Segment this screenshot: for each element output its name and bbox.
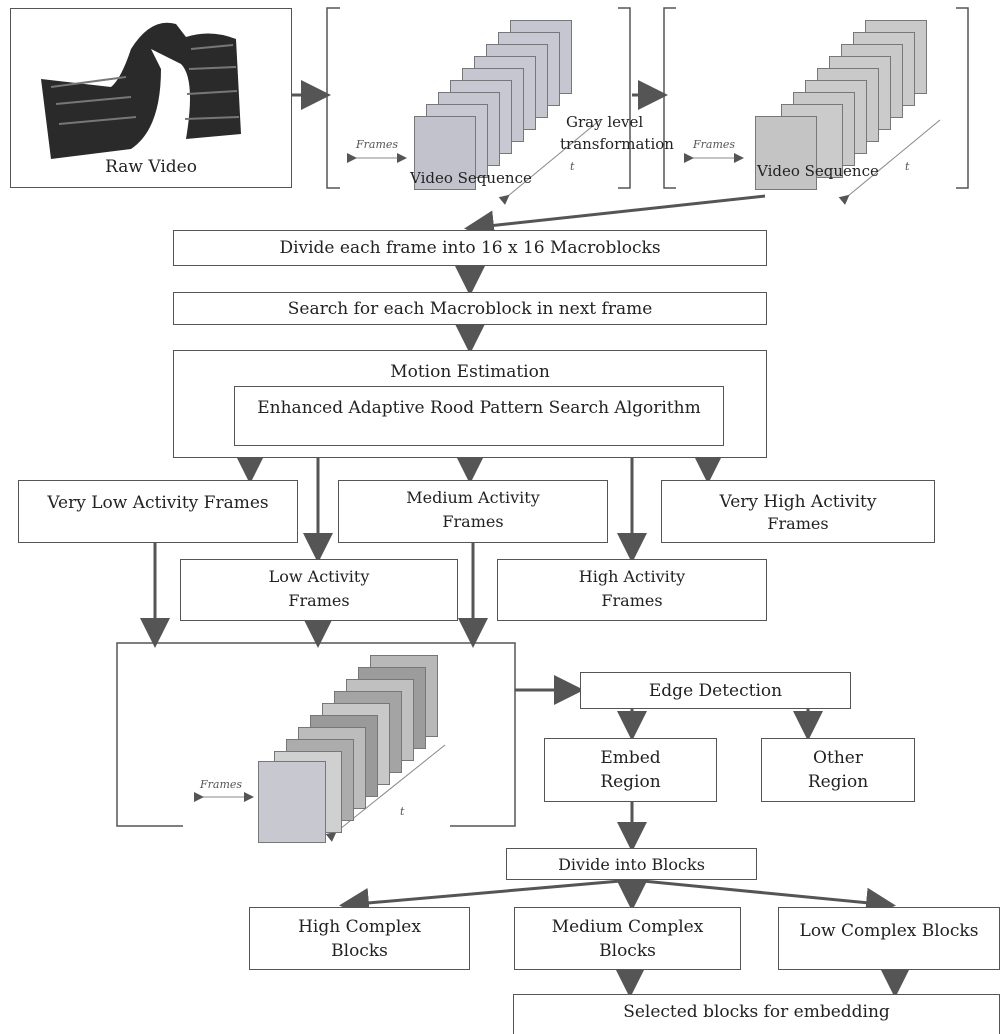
algorithm-box: Enhanced Adaptive Rood Pattern Search Al… <box>234 386 724 446</box>
low-complex-box: Low Complex Blocks <box>778 907 1000 970</box>
edge-detection-box: Edge Detection <box>580 672 851 709</box>
video-sequence-label: Video Sequence <box>410 169 532 187</box>
gray-level-label-1: Gray level <box>566 113 644 131</box>
search-macroblock-label: Search for each Macroblock in next frame <box>287 299 653 319</box>
high-activity-label-2: Frames <box>601 591 663 610</box>
high-complex-label-1: High Complex <box>298 917 421 937</box>
medium-complex-label-1: Medium Complex <box>551 917 704 937</box>
arrow-divide-high <box>339 878 633 918</box>
embed-region-label-2: Region <box>600 772 661 792</box>
very-high-activity-label-1: Very High Activity <box>719 492 877 512</box>
other-region-label-1: Other <box>813 748 863 768</box>
activity-frames-stack <box>250 655 450 845</box>
very-low-activity-box: Very Low Activity Frames <box>18 480 298 543</box>
panel-seq-bracket-right <box>618 7 631 189</box>
low-activity-box: Low Activity Frames <box>180 559 458 621</box>
other-region-label-2: Region <box>807 772 869 792</box>
very-low-activity-label: Very Low Activity Frames <box>47 493 269 513</box>
high-complex-box: High Complex Blocks <box>249 907 470 970</box>
medium-complex-box: Medium Complex Blocks <box>514 907 741 970</box>
t-label-1: t <box>570 160 575 173</box>
medium-activity-label-1: Medium Activity <box>406 488 540 507</box>
very-high-activity-label-2: Frames <box>767 514 829 533</box>
t-axis-2 <box>838 119 941 205</box>
divide-macroblocks-box: Divide each frame into 16 x 16 Macrobloc… <box>173 230 767 266</box>
divide-macroblocks-label: Divide each frame into 16 x 16 Macrobloc… <box>279 238 661 258</box>
edge-detection-label: Edge Detection <box>648 681 783 701</box>
frames-label-1: Frames <box>356 138 399 151</box>
selected-blocks-box: Selected blocks for embedding <box>513 994 1000 1034</box>
t-axis-1 <box>498 119 601 205</box>
high-activity-label-1: High Activity <box>578 567 686 586</box>
frames-label-2: Frames <box>693 138 736 151</box>
arrow-gray-to-divide <box>464 194 766 241</box>
gray-sequence-stack <box>755 20 955 200</box>
medium-complex-label-2: Blocks <box>599 941 656 961</box>
medium-activity-box: Medium Activity Frames <box>338 480 608 543</box>
low-activity-label-2: Frames <box>288 591 350 610</box>
t-label-3: t <box>400 805 405 818</box>
other-region-box: Other Region <box>761 738 915 802</box>
panel-gray-bracket <box>663 7 676 189</box>
raw-video-panel: Raw Video <box>10 8 292 188</box>
embed-region-label-1: Embed <box>600 748 661 768</box>
embed-region-box: Embed Region <box>544 738 717 802</box>
panel-seq-bracket <box>326 7 340 189</box>
motion-estimation-box: Motion Estimation Enhanced Adaptive Rood… <box>173 350 767 458</box>
search-macroblock-box: Search for each Macroblock in next frame <box>173 292 767 325</box>
video-sequence-stack <box>400 20 600 200</box>
gray-level-label-2: transformation <box>560 135 674 153</box>
motion-estimation-title: Motion Estimation <box>390 362 550 382</box>
panel-gray-bracket-right <box>956 7 969 189</box>
divide-blocks-box: Divide into Blocks <box>506 848 757 880</box>
arrow-divide-low <box>631 878 896 918</box>
selected-blocks-label: Selected blocks for embedding <box>623 1002 890 1022</box>
very-high-activity-box: Very High Activity Frames <box>661 480 935 543</box>
high-complex-label-2: Blocks <box>331 941 388 961</box>
gray-video-sequence-label: Video Sequence <box>757 162 879 180</box>
algorithm-label: Enhanced Adaptive Rood Pattern Search Al… <box>257 398 701 418</box>
raw-video-label: Raw Video <box>105 157 197 177</box>
t-label-2: t <box>905 160 910 173</box>
panel-bottom-frames <box>116 642 516 827</box>
medium-activity-label-2: Frames <box>442 512 504 531</box>
high-activity-box: High Activity Frames <box>497 559 767 621</box>
film-strip-icon <box>41 22 241 159</box>
low-complex-label: Low Complex Blocks <box>799 921 979 941</box>
low-activity-label-1: Low Activity <box>268 567 370 586</box>
frames-label-3: Frames <box>200 778 243 791</box>
divide-blocks-label: Divide into Blocks <box>558 855 705 874</box>
